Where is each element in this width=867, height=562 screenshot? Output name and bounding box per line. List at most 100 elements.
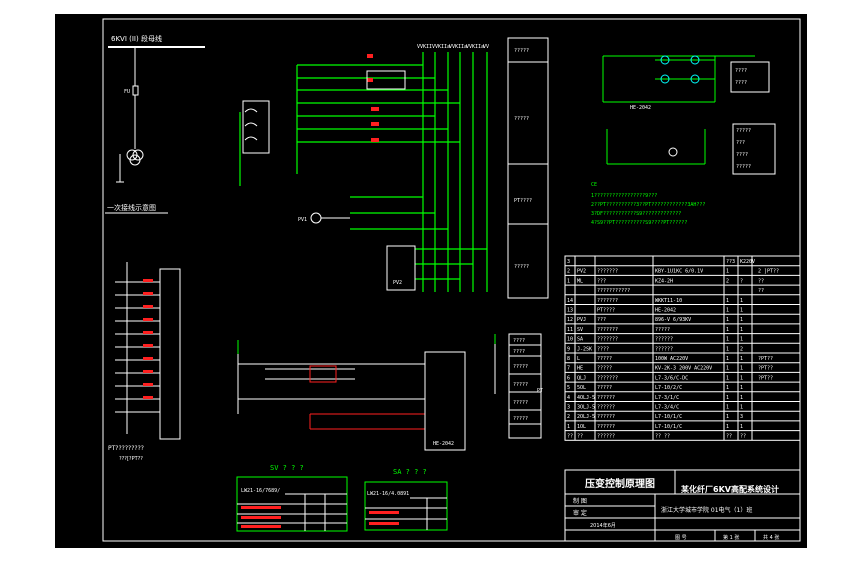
table-cell: 1	[740, 337, 743, 343]
table-cell: 1	[740, 395, 743, 401]
table-cell: 5OL	[577, 385, 586, 391]
sv-title: SV ? ? ?	[270, 464, 304, 472]
table-cell: ML	[577, 278, 583, 284]
table-cell: 13	[567, 308, 573, 314]
contact-ladder	[242, 100, 270, 154]
notes: CE 1?????????????????9??? 2??PT?????????…	[591, 182, 705, 226]
control-circuit	[237, 339, 496, 414]
right-mid-label-1: ?????	[736, 128, 751, 134]
pv1-label: PV1	[298, 217, 307, 223]
table-cell: 12	[567, 317, 573, 323]
table-cell: HE	[577, 366, 583, 372]
table-cell: 1	[726, 356, 729, 362]
drawing-frame: 6KVI (II) 段母线 FU 一次接线示意图 VVKII VVKIIa	[55, 14, 807, 548]
table-cell: 1	[740, 405, 743, 411]
fu-label: FU	[124, 89, 130, 95]
terminal-block	[159, 268, 181, 440]
table-cell: ???????????	[597, 288, 630, 294]
table-cell: 1	[726, 346, 729, 352]
sv-model: LW21-16/7689/	[241, 488, 280, 494]
right-top-label-2: ????	[735, 80, 747, 86]
table-cell: 2	[567, 414, 570, 420]
table-cell: ??????	[597, 395, 615, 401]
table-cell: KBY-1U1KC 6/0.1V	[655, 269, 703, 275]
table-cell: ??	[577, 434, 583, 440]
note-4: 4?S9??PT??????????S9????PT??????	[591, 220, 687, 226]
sheet-no: 图 号	[675, 535, 687, 541]
table-cell: PT????	[597, 308, 615, 314]
project-name: 某化纤厂6KV高配系统设计	[680, 484, 779, 494]
table-cell: ????	[597, 346, 609, 352]
side-label-column	[507, 37, 549, 299]
table-cell: 1	[726, 308, 729, 314]
table-cell: 1	[740, 385, 743, 391]
right-mid-label-4: ?????	[736, 164, 751, 170]
one-line-caption: 一次接线示意图	[107, 203, 156, 212]
pt-caption: PT?????????	[108, 445, 144, 452]
table-cell: ?????	[597, 356, 612, 362]
table-cell: ???????	[597, 298, 618, 304]
table-cell: L7-10/1/C	[655, 414, 682, 420]
table-cell: PVJ	[577, 317, 586, 323]
table-cell: ???	[597, 278, 606, 284]
table-cell: 2	[567, 269, 570, 275]
table-cell: 5	[567, 385, 570, 391]
table-cell: ???????	[597, 327, 618, 333]
table-note: ??	[758, 278, 764, 284]
table-cell: 1	[726, 414, 729, 420]
date: 2014年6月	[590, 522, 616, 529]
pt-subcaption: ???[?PT??	[119, 456, 143, 462]
table-cell: 10	[567, 337, 573, 343]
table-cell: 100W AC220V	[655, 356, 688, 362]
table-cell: ?? ??	[655, 434, 670, 440]
small-label-4: ?????	[513, 382, 528, 388]
table-cell: 2OLJ-5	[577, 414, 595, 420]
table-cell: SA	[577, 337, 583, 343]
table-cell: 9	[567, 346, 570, 352]
table-cell: 2	[740, 346, 743, 352]
note-2: 2??PT??????????3??PT????????????3AH???	[591, 202, 705, 208]
power-leads	[237, 334, 496, 354]
table-cell: 1	[740, 298, 743, 304]
right-top-label-box	[730, 61, 770, 93]
table-cell: ??????	[655, 346, 673, 352]
table-cell: ??????	[597, 434, 615, 440]
table-cell: ??????	[655, 337, 673, 343]
lamp-circuit	[606, 129, 706, 165]
right-mid-label-box	[732, 123, 776, 175]
table-cell: WKKT11-10	[655, 298, 682, 304]
table-cell: ??	[726, 434, 732, 440]
bus-tag-2: VVKIIa	[432, 44, 450, 50]
table-cell: 6	[567, 375, 570, 381]
side-label-1: ?????	[514, 48, 529, 54]
small-label-column	[508, 333, 542, 439]
table-cell: SV	[577, 327, 583, 333]
table-note: ??	[758, 288, 764, 294]
table-cell: 2	[726, 278, 729, 284]
control-circuit-red	[309, 365, 425, 430]
pt-winding-c	[129, 154, 141, 166]
design-row: 制 图	[573, 497, 587, 505]
table-cell: L7-3/6/C-DC	[655, 375, 688, 381]
right-mid-label-3: ????	[736, 152, 748, 158]
table-cell: ??	[567, 434, 573, 440]
table-cell: 3OLJ-5	[577, 405, 595, 411]
drawing-title: 压变控制原理图	[585, 477, 655, 490]
bus-tag-1: VVKII	[417, 44, 432, 50]
indicator-lamps	[660, 55, 700, 84]
table-cell: ??????	[597, 414, 615, 420]
table-cell: 4OLJ-5	[577, 395, 595, 401]
table-cell: 1	[567, 278, 570, 284]
table-cell: 1	[726, 269, 729, 275]
table-cell: 1	[740, 375, 743, 381]
title-block	[564, 469, 801, 542]
small-label-6: ?????	[513, 416, 528, 422]
notes-heading: CE	[591, 182, 597, 188]
table-cell: 1	[740, 366, 743, 372]
side-label-2: ?????	[514, 116, 529, 122]
table-cell: 1OL	[577, 424, 586, 430]
table-cell: 8	[567, 356, 570, 362]
table-note: ?PT??	[758, 366, 773, 372]
table-cell: 1	[740, 317, 743, 323]
table-cell: ???	[597, 317, 606, 323]
